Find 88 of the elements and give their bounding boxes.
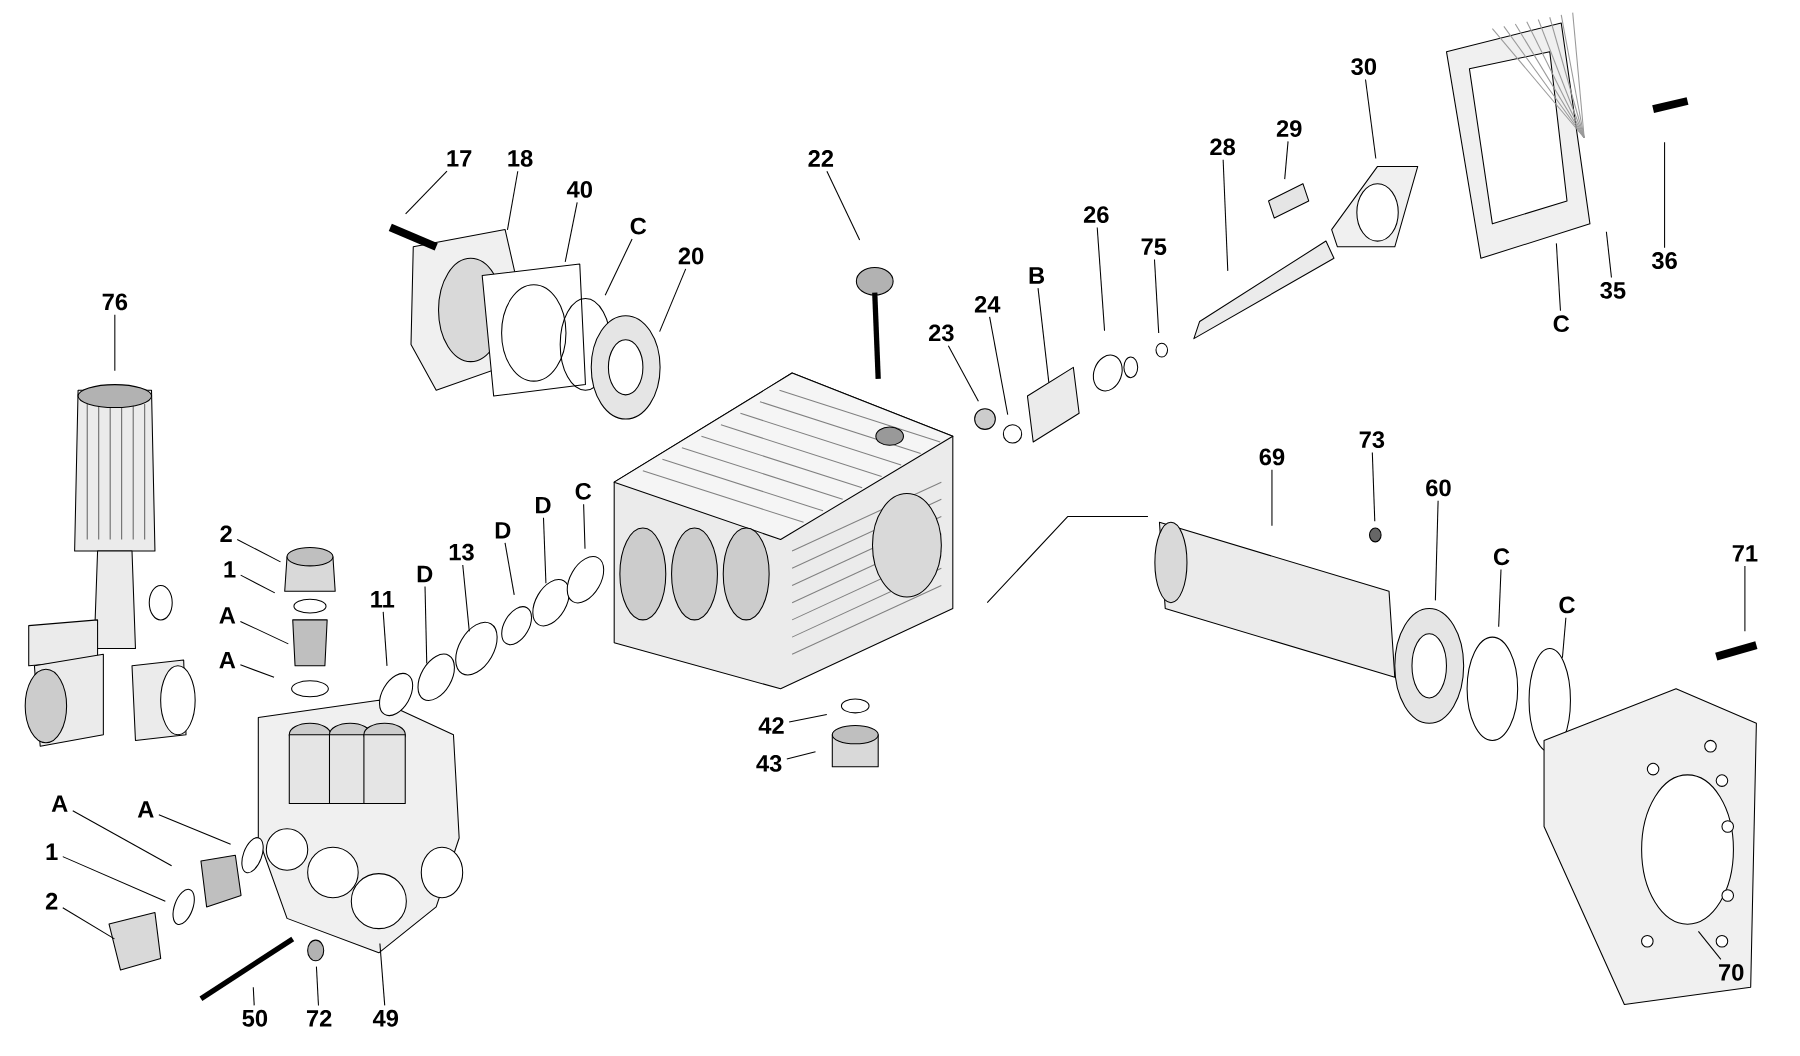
leader-line xyxy=(315,966,319,1006)
leader-line xyxy=(382,611,388,667)
callout-number: 42 xyxy=(758,717,784,734)
callout-number: 75 xyxy=(1141,238,1167,256)
leader-line xyxy=(158,814,232,845)
leader-line xyxy=(1434,500,1439,601)
leader-line xyxy=(462,564,470,632)
leader-line xyxy=(564,201,578,263)
callout-number: C xyxy=(1553,315,1570,333)
callout-number: 11 xyxy=(371,591,395,608)
leader-line xyxy=(989,316,1009,416)
leader-line xyxy=(240,574,276,594)
callout-number: C xyxy=(630,217,647,235)
leader-line xyxy=(826,170,861,241)
callout-number: 76 xyxy=(102,293,128,311)
callout-number: 36 xyxy=(1651,252,1677,269)
callout-number: B xyxy=(1029,267,1045,284)
callout-number: 1 xyxy=(46,843,58,860)
callout-number: A xyxy=(219,607,236,624)
callout-number: 35 xyxy=(1600,281,1626,299)
leader-line xyxy=(1605,231,1612,278)
leader-line xyxy=(239,664,275,678)
leader-line xyxy=(786,751,816,760)
callout-number: 43 xyxy=(756,754,782,772)
leader-line xyxy=(252,986,255,1006)
callout-number: D xyxy=(495,522,511,539)
callout-number: D xyxy=(536,496,551,514)
callout-number: 50 xyxy=(242,1009,268,1027)
leader-line xyxy=(583,503,586,550)
callout-number: 60 xyxy=(1426,479,1451,497)
leader-line xyxy=(1555,242,1561,312)
callout-number: 2 xyxy=(45,892,58,910)
leader-line xyxy=(114,314,116,372)
callout-number: 13 xyxy=(449,543,474,561)
leader-line xyxy=(1697,930,1722,960)
callout-number: C xyxy=(1493,548,1510,566)
leader-line xyxy=(1037,287,1050,383)
leader-line xyxy=(236,538,282,563)
leader-line xyxy=(379,943,386,1006)
callout-number: 18 xyxy=(508,149,533,167)
leader-line xyxy=(72,810,173,867)
leader-line xyxy=(424,586,428,664)
leader-line xyxy=(504,542,515,596)
callout-number: A xyxy=(137,801,154,818)
callout-number: 23 xyxy=(929,324,954,342)
leader-line xyxy=(1365,78,1377,159)
callout-number: A xyxy=(219,651,236,669)
callout-number: 26 xyxy=(1083,206,1109,223)
callout-number: 40 xyxy=(566,180,592,198)
leader-line xyxy=(239,620,289,645)
leader-line xyxy=(947,345,979,402)
leader-line xyxy=(405,170,448,215)
callout-number: 24 xyxy=(974,295,1001,313)
leader-line xyxy=(1664,141,1666,249)
callout-number: 1 xyxy=(224,561,236,578)
leader-line xyxy=(506,170,519,231)
leader-line xyxy=(542,517,547,584)
callout-number: 69 xyxy=(1259,448,1285,466)
callout-number: 30 xyxy=(1351,58,1377,75)
callout-number: 2 xyxy=(220,525,232,542)
callout-number: 17 xyxy=(447,150,472,167)
callout-number: 70 xyxy=(1719,963,1744,981)
leader-line xyxy=(1096,226,1106,332)
callout-number: 72 xyxy=(306,1009,332,1027)
callout-number: 71 xyxy=(1732,545,1758,562)
callout-number: A xyxy=(51,795,68,812)
callout-number: 28 xyxy=(1210,138,1236,156)
leader-line xyxy=(788,713,828,723)
leader-line xyxy=(659,268,687,333)
leader-line xyxy=(1744,565,1746,632)
callout-number: 22 xyxy=(808,150,834,167)
leader-line xyxy=(604,238,633,296)
callout-number: C xyxy=(575,482,592,500)
leader-line xyxy=(1498,569,1502,628)
leader-line xyxy=(1271,469,1273,527)
callout-number: 29 xyxy=(1276,120,1302,137)
callout-number: C xyxy=(1559,596,1575,614)
callout-number: D xyxy=(417,565,433,583)
leader-line xyxy=(1561,617,1567,659)
leader-line xyxy=(62,856,166,902)
leader-line xyxy=(1284,140,1289,180)
leader-line xyxy=(62,907,115,940)
callout-number: 49 xyxy=(372,1009,399,1027)
leader-line xyxy=(1153,259,1160,334)
callout-number: 73 xyxy=(1359,431,1385,448)
callout-number: 20 xyxy=(678,247,704,265)
leader-line xyxy=(1371,451,1376,522)
leader-line xyxy=(1222,159,1229,272)
